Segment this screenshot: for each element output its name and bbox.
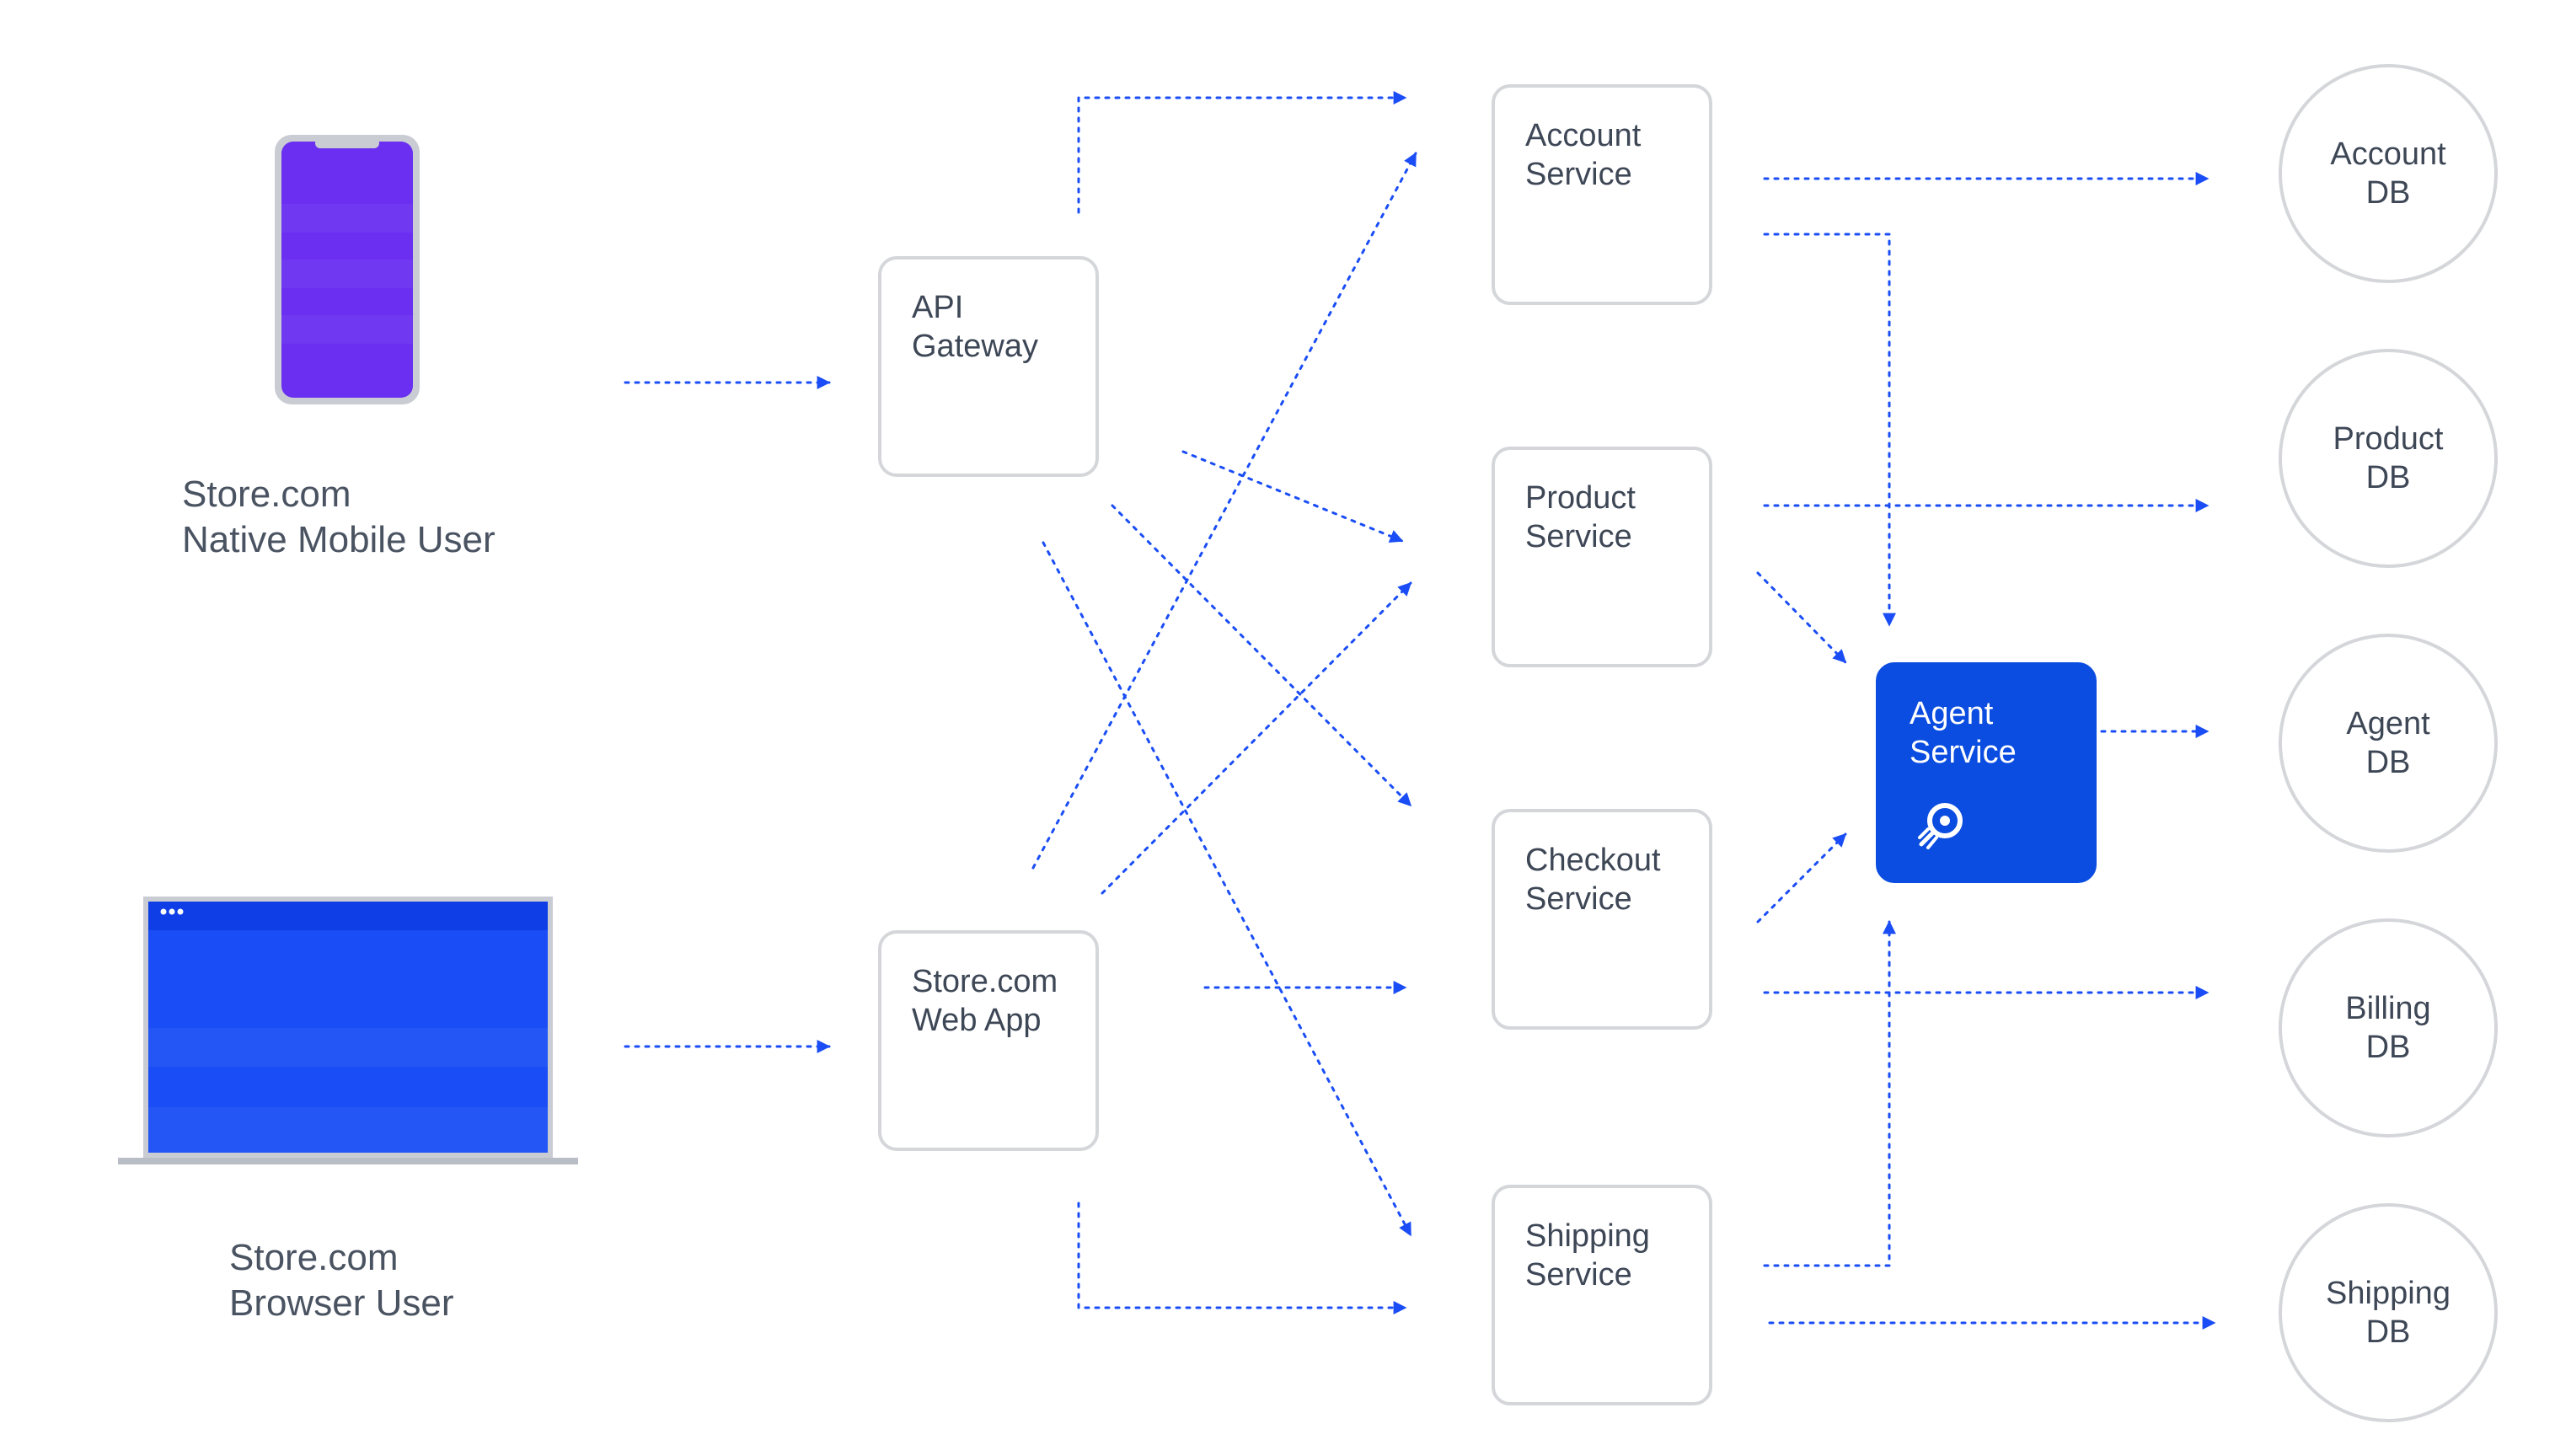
- product-db-line2: DB: [2365, 460, 2411, 495]
- agent-db-line2: DB: [2365, 745, 2411, 780]
- shipping-db-node[interactable]: Shipping DB: [2279, 1203, 2498, 1422]
- product-db-node[interactable]: Product DB: [2279, 349, 2498, 568]
- browser-user-line2: Browser User: [229, 1282, 454, 1324]
- account-db-node[interactable]: Account DB: [2279, 64, 2498, 283]
- shipping-service-node[interactable]: Shipping Service: [1492, 1185, 1712, 1405]
- agent-service-line1: Agent: [1910, 696, 1994, 731]
- account-db-line1: Account: [2330, 136, 2446, 172]
- product-service-line1: Product: [1525, 480, 1636, 516]
- connector-api-to-checkout: [1111, 504, 1412, 807]
- connector-api-to-shipping: [1042, 541, 1412, 1237]
- connector-checkout-to-agent: [1756, 832, 1847, 923]
- connector-shipping-to-agent: [1763, 920, 1896, 1267]
- checkout-service-line1: Checkout: [1525, 843, 1661, 878]
- api-gateway-node[interactable]: API Gateway: [878, 256, 1099, 477]
- product-db-line1: Product: [2333, 421, 2444, 457]
- account-service-node[interactable]: Account Service: [1492, 84, 1712, 305]
- shipping-service-line2: Service: [1525, 1257, 1632, 1293]
- api-gateway-line2: Gateway: [912, 329, 1038, 364]
- connector-webapp-to-account: [1031, 152, 1417, 870]
- web-app-line2: Web App: [912, 1003, 1042, 1038]
- smartphone-icon: [275, 135, 420, 404]
- mobile-user-line2: Native Mobile User: [182, 519, 495, 560]
- checkout-service-line2: Service: [1525, 881, 1632, 917]
- browser-user-label: Store.com Browser User: [229, 1235, 454, 1326]
- product-service-node[interactable]: Product Service: [1492, 447, 1712, 667]
- billing-db-line2: DB: [2365, 1030, 2411, 1065]
- web-app-node[interactable]: Store.com Web App: [878, 930, 1099, 1151]
- rocket-badge-icon: [1918, 803, 1963, 849]
- connector-product-to-agent: [1756, 571, 1847, 664]
- checkout-service-node[interactable]: Checkout Service: [1492, 809, 1712, 1030]
- account-service-line1: Account: [1525, 118, 1642, 153]
- billing-db-node[interactable]: Billing DB: [2279, 918, 2498, 1138]
- web-app-line1: Store.com: [912, 964, 1058, 999]
- connector-api-to-account: [1077, 91, 1407, 214]
- agent-service-line2: Service: [1910, 735, 2017, 770]
- connector-account-to-agent: [1763, 233, 1896, 627]
- api-gateway-line1: API: [912, 290, 964, 325]
- browser-user-line1: Store.com: [229, 1237, 399, 1278]
- connector-api-to-product: [1181, 450, 1404, 543]
- product-service-line2: Service: [1525, 519, 1632, 554]
- agent-db-node[interactable]: Agent DB: [2279, 634, 2498, 853]
- mobile-user-line1: Store.com: [182, 474, 351, 515]
- shipping-db-line2: DB: [2365, 1314, 2411, 1350]
- agent-db-line1: Agent: [2346, 706, 2430, 741]
- account-db-line2: DB: [2365, 175, 2411, 211]
- shipping-service-line1: Shipping: [1525, 1218, 1650, 1254]
- connector-webapp-to-product: [1101, 581, 1412, 895]
- connector-webapp-to-shipping: [1077, 1202, 1407, 1314]
- agent-service-node[interactable]: Agent Service: [1876, 662, 2097, 883]
- laptop-icon: [118, 897, 578, 1164]
- account-service-line2: Service: [1525, 157, 1632, 192]
- billing-db-line1: Billing: [2345, 991, 2431, 1026]
- mobile-user-label: Store.com Native Mobile User: [182, 472, 495, 563]
- shipping-db-line1: Shipping: [2326, 1276, 2451, 1311]
